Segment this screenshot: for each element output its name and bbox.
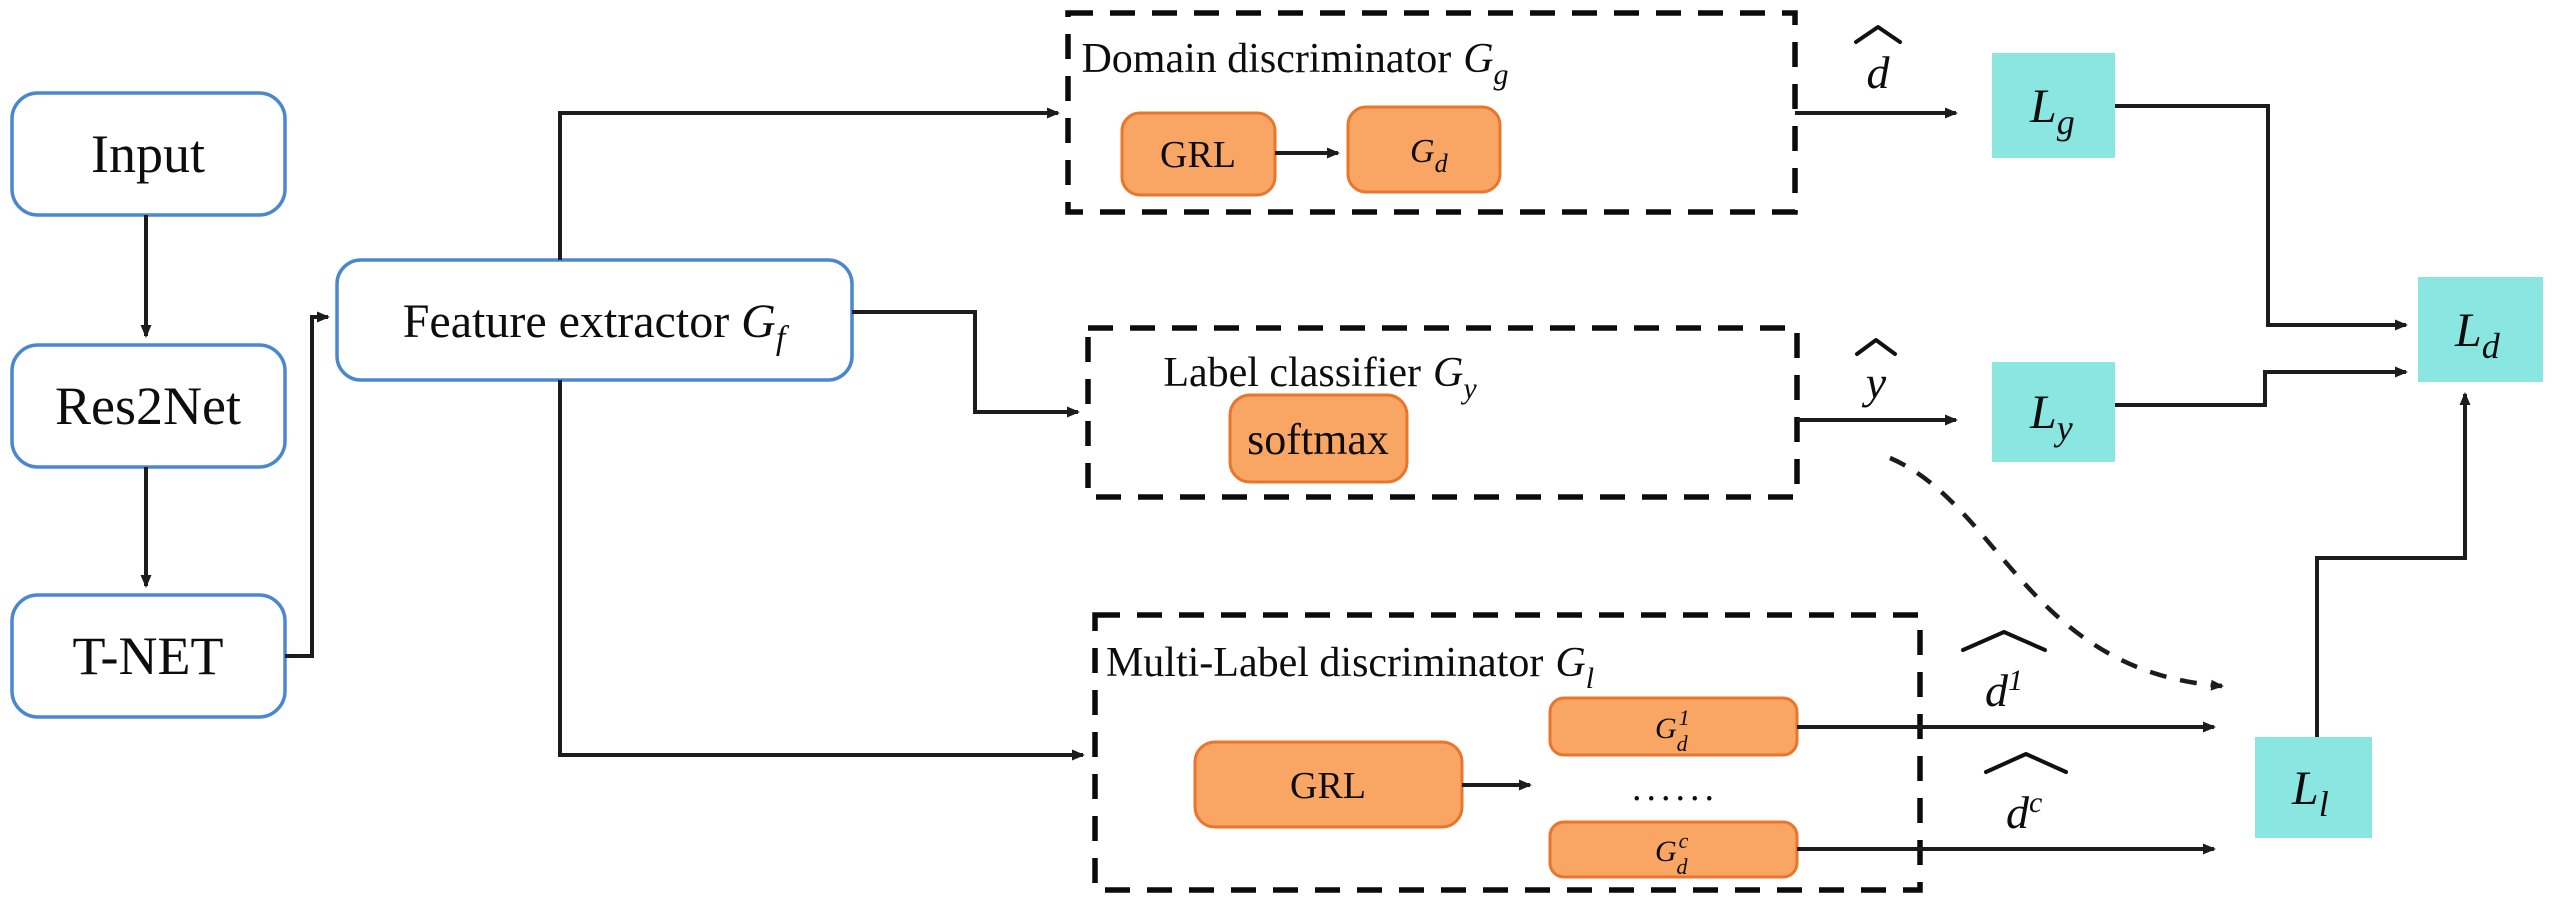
lg-loss-box (1992, 53, 2115, 158)
arrow-ll-to-ld (2315, 392, 2471, 737)
arrow-feature-to-multilabel (558, 380, 1085, 761)
domain-gd-box (1346, 105, 1502, 194)
d-hat-symbol: d (1854, 25, 1902, 98)
multi-grl-label: GRL (1290, 765, 1366, 807)
dc-hat-letter: dc (2006, 786, 2042, 838)
tnet-label: T-NET (73, 626, 224, 686)
domain-gd-label: Gd (1410, 133, 1449, 178)
dashed-curve-yhat-to-multilabel (1889, 455, 2224, 691)
ellipsis-dots: ...... (1632, 767, 1719, 809)
res2net-box (10, 343, 287, 469)
d1-hat-symbol: d1 (1961, 630, 2047, 716)
arrow-feature-to-classifier (852, 310, 1080, 418)
ll-loss-label: Ll (2291, 762, 2329, 824)
input-box (10, 91, 287, 217)
y-hat-letter: y (1862, 357, 1887, 408)
arrow-lg-to-ld (2115, 104, 2408, 331)
ly-loss-box (1992, 362, 2115, 462)
res2net-label: Res2Net (55, 376, 241, 436)
wide-hat-icon (1984, 752, 2068, 774)
label-classifier-border (1085, 325, 1800, 500)
ly-loss-label: Ly (2029, 386, 2073, 448)
arrow-tnet-to-feature (285, 311, 330, 658)
y-hat-symbol: y (1855, 338, 1897, 408)
domain-grl-label: GRL (1160, 134, 1236, 176)
hat-icon (1855, 338, 1897, 356)
dc-hat-symbol: dc (1984, 752, 2068, 838)
softmax-box (1228, 393, 1409, 484)
lg-loss-label: Lg (2029, 80, 2075, 142)
arrow-feature-to-domain (558, 107, 1060, 260)
hat-icon (1854, 25, 1902, 44)
wide-hat-icon (1961, 630, 2047, 652)
ld-loss-label: Ld (2454, 304, 2501, 366)
feature-extractor-box (335, 258, 854, 382)
multi-label-discriminator-border (1092, 612, 1923, 893)
softmax-label: softmax (1247, 415, 1389, 464)
input-label: Input (91, 124, 205, 184)
arrow-ly-to-ld (2115, 366, 2408, 407)
ll-loss-box (2255, 737, 2372, 838)
ld-loss-box (2418, 277, 2543, 382)
d1-hat-letter: d1 (1985, 664, 2023, 716)
d-hat-letter: d (1867, 47, 1891, 98)
